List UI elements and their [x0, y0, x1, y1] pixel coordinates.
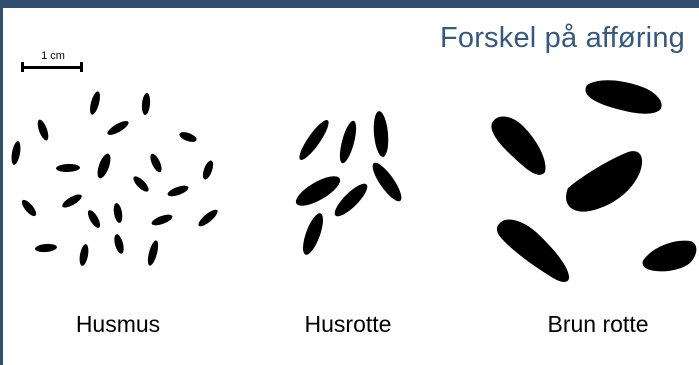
mouse-pellet [202, 160, 214, 180]
mouse-pellet [151, 214, 173, 226]
mouse-pellet [11, 141, 21, 165]
scale-bar-tick-right [80, 62, 83, 72]
roof-rat-pellet [303, 213, 323, 255]
top-border [0, 0, 699, 8]
scale-bar-label: 1 cm [41, 50, 65, 62]
brun-rotte-droppings [491, 80, 697, 282]
mouse-pellet [198, 209, 218, 227]
mouse-pellet [150, 153, 162, 173]
mouse-pellet [35, 243, 57, 253]
roof-rat-pellet [299, 120, 329, 160]
mouse-pellet [62, 194, 82, 208]
mouse-pellet [113, 203, 123, 223]
mouse-pellet [114, 234, 124, 254]
mouse-pellet [107, 121, 129, 135]
brown-rat-pellet [496, 219, 570, 282]
mouse-pellet [37, 119, 49, 141]
brown-rat-pellet [642, 240, 697, 272]
scale-bar: 1 cm [20, 50, 86, 72]
roof-rat-pellet [334, 183, 368, 217]
mouse-pellet [133, 176, 149, 192]
left-border [0, 0, 3, 365]
husrotte-label: Husrotte [304, 311, 392, 337]
mouse-pellet [147, 240, 159, 266]
mouse-pellet [90, 91, 100, 115]
roof-rat-pellet [372, 162, 402, 202]
mouse-pellet [87, 210, 101, 228]
mouse-pellet [179, 132, 197, 142]
mouse-pellet [167, 185, 189, 197]
mouse-pellet [79, 244, 89, 266]
roof-rat-pellet [339, 120, 357, 164]
mouse-pellet [97, 153, 111, 179]
husmus-droppings [11, 91, 218, 266]
slide-title: Forskel på afføring [439, 22, 685, 54]
scale-bar-tick-left [21, 62, 24, 72]
mouse-pellet [56, 163, 80, 173]
roof-rat-pellet [373, 111, 389, 157]
mouse-pellet [141, 93, 151, 115]
brown-rat-pellet [585, 80, 662, 114]
husmus-label: Husmus [75, 311, 161, 337]
brown-rat-pellet [491, 116, 546, 175]
mouse-pellet [21, 199, 37, 217]
brown-rat-pellet [566, 151, 643, 212]
brun-rotte-label: Brun rotte [547, 311, 649, 337]
roof-rat-pellet [295, 176, 341, 206]
husrotte-droppings [295, 111, 402, 255]
scale-bar-line [22, 66, 82, 69]
